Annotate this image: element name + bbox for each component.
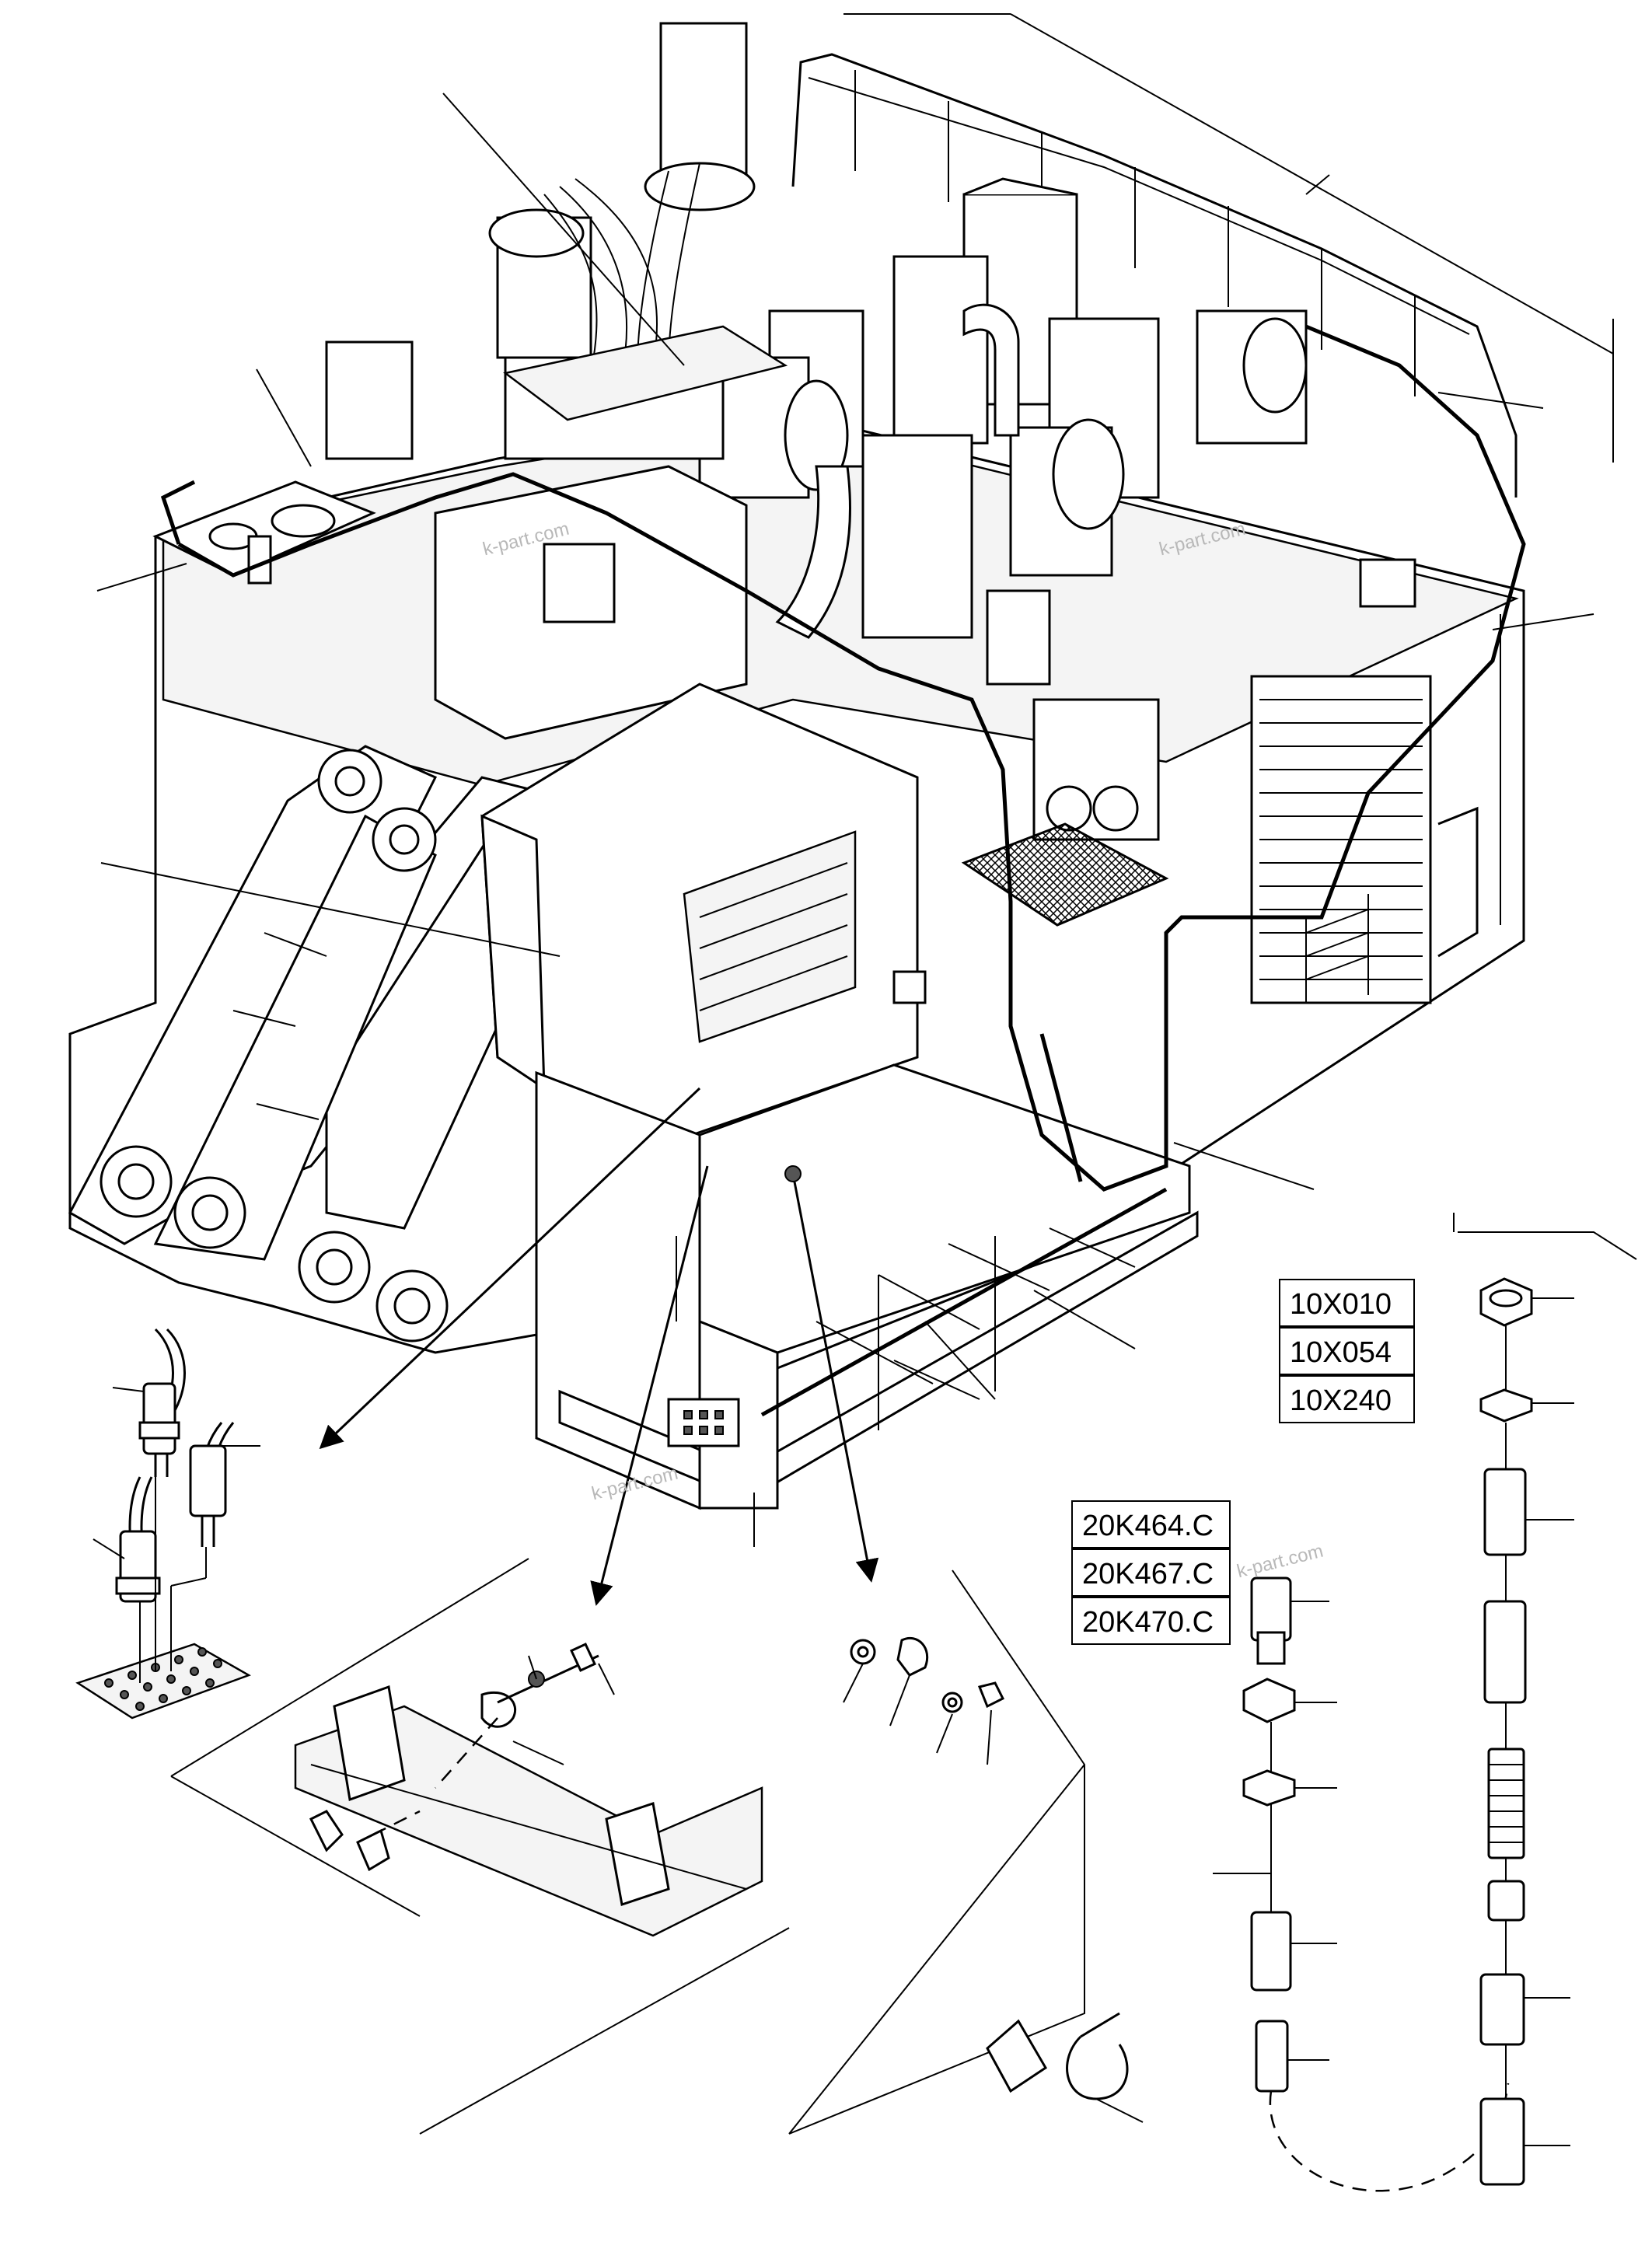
connector-label-20k464c: 20K464.C bbox=[1071, 1500, 1231, 1548]
connector-label-10x054: 10X054 bbox=[1279, 1327, 1415, 1375]
detail-connector-stack-a bbox=[1453, 1213, 1637, 2186]
main-harness bbox=[160, 324, 1526, 1417]
left-equipment bbox=[152, 22, 788, 740]
detail-mounting-bracket bbox=[170, 1558, 790, 2135]
detail-cable-ties bbox=[986, 2012, 1144, 2123]
callout-leaders bbox=[96, 13, 1614, 1547]
connector-label-20k470c: 20K470.C bbox=[1071, 1597, 1231, 1645]
detail-clamp-hardware bbox=[788, 1569, 1085, 2135]
connector-label-20k467c: 20K467.C bbox=[1071, 1548, 1231, 1597]
detail-arrows bbox=[319, 1087, 879, 1606]
cab bbox=[480, 683, 1199, 1510]
engine-modules bbox=[698, 177, 1416, 927]
detail-connector-stack-b bbox=[1213, 1576, 1510, 2192]
connector-label-10x010: 10X010 bbox=[1279, 1279, 1415, 1327]
detail-bulkhead-fittings bbox=[75, 1328, 260, 1720]
connector-label-10x240: 10X240 bbox=[1279, 1375, 1415, 1423]
